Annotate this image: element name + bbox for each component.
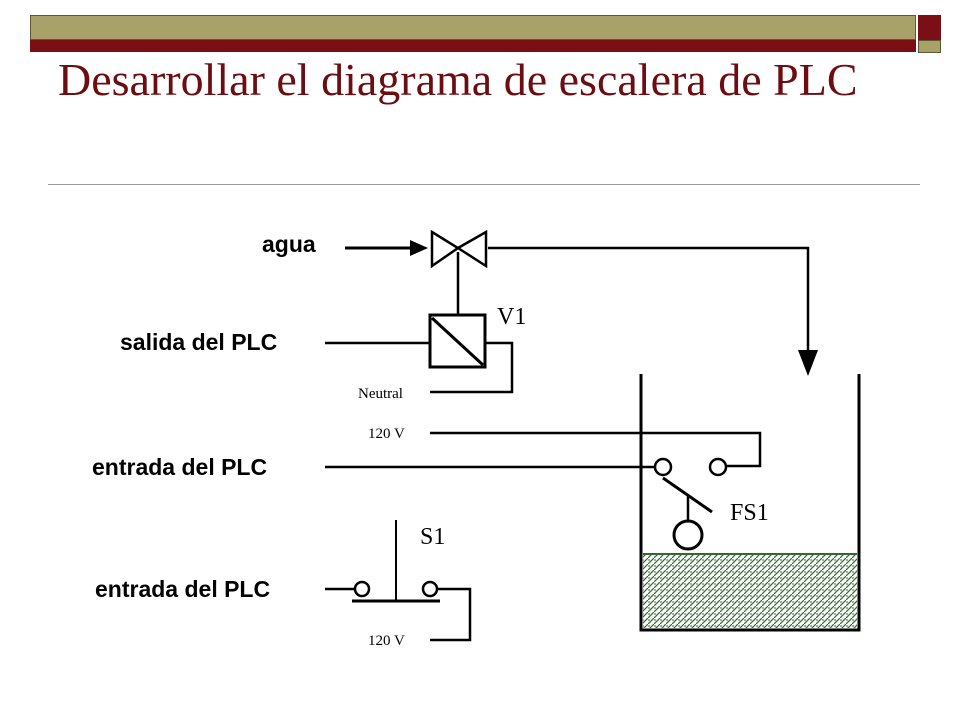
- label-switch-tag: S1: [420, 524, 445, 550]
- label-neutral: Neutral: [358, 386, 403, 402]
- water-inlet-arrow: [345, 240, 428, 256]
- float-switch-fs1: [653, 457, 728, 551]
- water-pipe: [488, 246, 818, 376]
- valve-v1: [430, 229, 488, 269]
- label-voltage-1: 120 V: [368, 426, 405, 442]
- label-water: agua: [262, 231, 316, 257]
- header-bar-olive: [30, 15, 916, 40]
- label-plc-input-1: entrada del PLC: [92, 454, 267, 480]
- corner-square-red: [918, 15, 941, 40]
- label-float-switch-tag: FS1: [730, 500, 769, 526]
- solenoid-coil: [428, 313, 487, 369]
- switch-s1: [325, 520, 472, 642]
- label-plc-output: salida del PLC: [120, 329, 277, 355]
- label-voltage-2: 120 V: [368, 633, 405, 649]
- fs1-supply-wire: [430, 431, 762, 468]
- corner-square-olive: [918, 40, 941, 53]
- label-valve-tag: V1: [497, 304, 526, 330]
- neutral-wire: [430, 341, 514, 394]
- slide-title: Desarrollar el diagrama de escalera de P…: [58, 54, 858, 105]
- water-tank: [639, 374, 861, 632]
- header-bar-red: [30, 40, 916, 52]
- title-divider: [48, 184, 920, 185]
- label-plc-input-2: entrada del PLC: [95, 576, 270, 602]
